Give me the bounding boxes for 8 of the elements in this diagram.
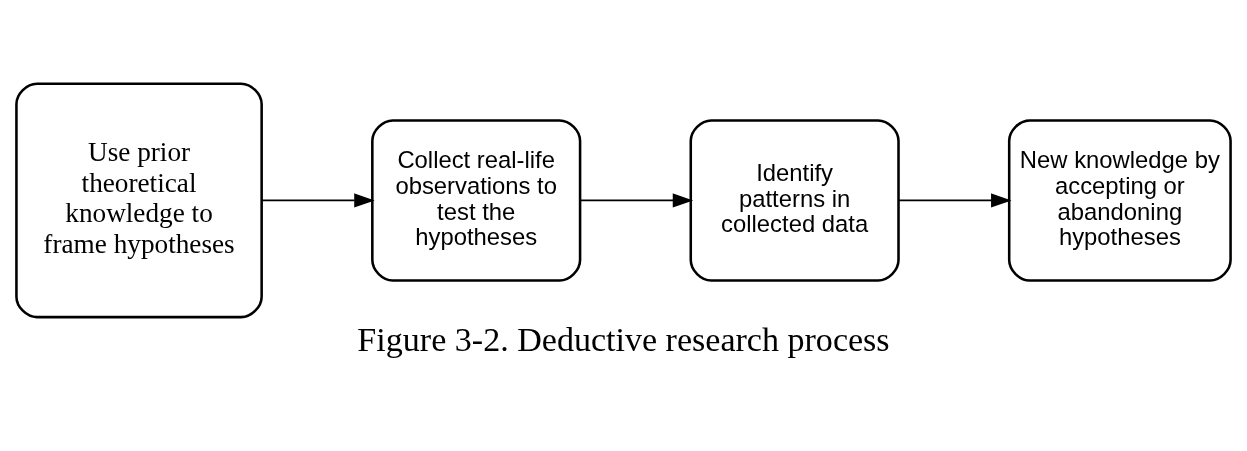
arrow [260, 192, 375, 208]
node-box: Collect real-life observations to test the hypotheses [371, 118, 582, 282]
node-box: Identify patterns in collected data [689, 118, 900, 282]
node-box: New knowledge by accepting or abandoning hypotheses [1007, 118, 1232, 282]
arrow [897, 192, 1012, 208]
node-box: Use prior theoretical knowledge to frame hypotheses [15, 82, 263, 318]
arrow [579, 192, 694, 208]
caption: Figure 3-2. Deductive research process [357, 320, 890, 358]
